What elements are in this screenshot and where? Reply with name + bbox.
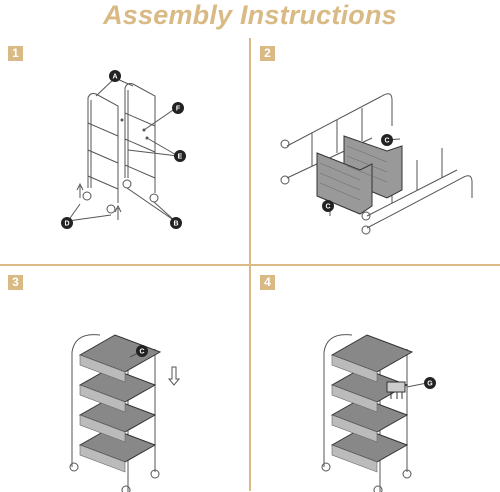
step-4-panel: 4	[252, 267, 499, 492]
page-title: Assembly Instructions	[103, 0, 397, 30]
callout-f: F	[172, 102, 184, 114]
step-number-badge: 4	[260, 275, 275, 290]
divider-horizontal	[0, 264, 500, 266]
step-4-illustration: G	[321, 334, 436, 492]
callout-g: G	[424, 377, 436, 389]
callout-e: E	[174, 150, 186, 162]
callout-c-lower: C	[322, 200, 334, 212]
step-number-badge: 2	[260, 46, 275, 61]
step-number-badge: 3	[8, 275, 23, 290]
svg-text:F: F	[176, 106, 181, 113]
svg-text:E: E	[178, 154, 183, 161]
svg-text:A: A	[112, 74, 117, 81]
callout-d: D	[61, 217, 73, 229]
svg-text:C: C	[325, 204, 330, 211]
svg-text:C: C	[384, 138, 389, 145]
callout-b: B	[170, 217, 182, 229]
step-3-panel: 3	[0, 267, 247, 492]
callout-c: C	[136, 345, 148, 357]
svg-text:C: C	[139, 349, 144, 356]
step-2-illustration: C C	[280, 93, 473, 235]
step-1-illustration: A F E D B	[61, 70, 186, 229]
callout-a: A	[109, 70, 121, 82]
step-3-illustration: C	[69, 334, 181, 492]
svg-text:B: B	[173, 221, 178, 228]
step-number-badge: 1	[8, 46, 23, 61]
callout-c-upper: C	[381, 134, 393, 146]
step-1-panel: 1	[0, 38, 247, 263]
svg-text:D: D	[64, 221, 69, 228]
svg-text:G: G	[427, 381, 433, 388]
step-2-panel: 2	[252, 38, 499, 263]
instruction-grid: 1	[0, 38, 500, 492]
